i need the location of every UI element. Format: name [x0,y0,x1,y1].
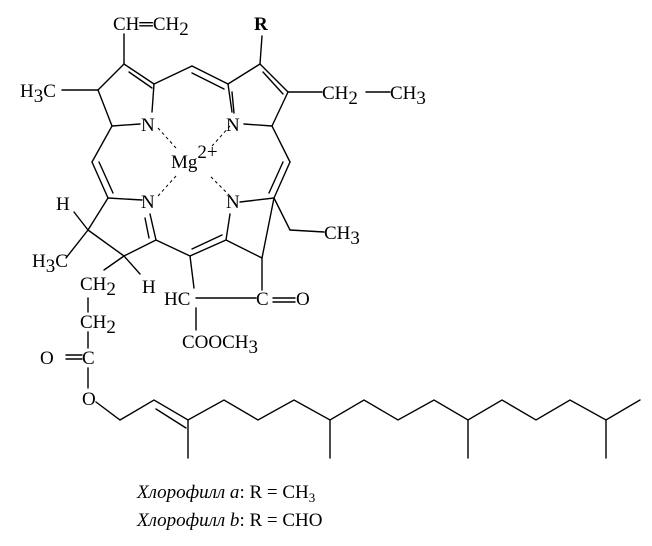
vinyl-label: CH═CH [113,14,180,35]
ester-o-link: O [82,389,96,410]
svg-text:COOCH3: COOCH3 [182,332,258,358]
metal-center: Mg [171,152,198,173]
ethyl-ch3: CH [390,83,417,104]
ethyl-ch2: CH [322,83,349,104]
svg-text:H3C: H3C [20,81,56,107]
svg-text:CH3: CH3 [390,83,426,109]
h-top-label: H [56,194,70,215]
n-bottom-left: N [141,192,155,213]
n-top-right: N [226,115,240,136]
carbonyl-o: O [296,289,310,310]
h-bottom-label: H [142,277,156,298]
svg-text:CH2: CH2 [80,312,116,338]
svg-text:CH3: CH3 [324,223,360,249]
svg-text:CH2: CH2 [322,83,358,109]
caption-chlorophyll-b: Хлорофилл b: R = CHO [137,510,323,531]
ch2-upper: CH [80,274,107,295]
svg-text:C: C [256,289,269,310]
r-group-label: R [254,14,268,35]
n-bottom-right: N [226,192,240,213]
svg-text:Mg2+: Mg2+ [171,142,218,173]
bond-lines [61,33,641,459]
svg-text:CH═CH2: CH═CH2 [113,14,189,40]
ester-o-carbonyl: O [40,348,54,369]
caption-chlorophyll-a: Хлорофилл a: R = CH3 [137,482,316,505]
svg-text:H3C: H3C [32,251,68,277]
h3c-bottom-h: H [32,251,46,272]
cooch3-label: COOCH [182,332,249,353]
n-top-left: N [141,115,155,136]
coordination-bonds [157,125,231,197]
atom-labels: CH═CH2 R H3C CH2 CH3 N N N N Mg2+ CH3 H … [20,14,426,410]
carbonyl-c: C [256,289,269,310]
svg-text:CH2: CH2 [80,274,116,300]
ester-c: C [82,348,95,369]
h3c-left-h: H [20,81,34,102]
ch2-lower: CH [80,312,107,333]
hc-label: HC [164,289,190,310]
methyl-right: CH [324,223,351,244]
